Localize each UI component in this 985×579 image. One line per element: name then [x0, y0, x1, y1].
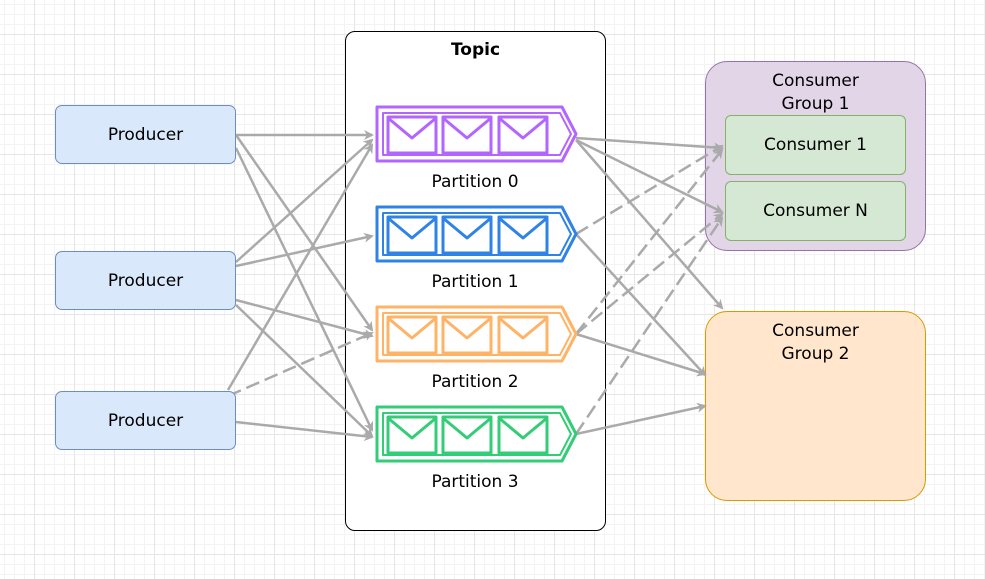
partition-2-icon: [375, 305, 578, 363]
producer-3: Producer: [55, 391, 236, 450]
arrow-producer3-partition0: [226, 143, 374, 391]
consumer-group-2-title: Consumer Group 2: [706, 320, 925, 366]
arrow-partition1-group2: [575, 233, 707, 377]
envelope-icon: [441, 415, 493, 455]
producer-2-label: Producer: [107, 270, 184, 291]
arrow-partition0-consumerN: [575, 138, 724, 214]
envelope-icon: [441, 315, 493, 355]
envelope-icon: [441, 115, 493, 155]
consumer-n-label: Consumer N: [763, 201, 868, 221]
partition-3-label: Partition 3: [431, 472, 519, 492]
consumer-n: Consumer N: [725, 181, 906, 241]
arrow-producer2-partition3: [235, 304, 374, 438]
partition-3-icon: [375, 405, 578, 463]
envelope-icon: [386, 215, 438, 255]
arrow-producer3-partition2: [227, 331, 374, 398]
envelope-icon: [497, 115, 549, 155]
arrow-partition2-group2: [575, 332, 707, 377]
arrow-partition3-group2: [575, 402, 707, 436]
partition-0-icon: [375, 105, 578, 163]
arrow-partition2-consumer1: [575, 148, 724, 335]
envelope-icon: [497, 215, 549, 255]
producer-3-label: Producer: [107, 410, 184, 431]
envelope-icon: [497, 415, 549, 455]
arrow-producer2-partition1: [235, 232, 374, 268]
envelope-icon: [497, 315, 549, 355]
envelope-icon: [386, 115, 438, 155]
arrow-producer1-partition3: [234, 147, 374, 432]
arrow-partition2-consumerN: [575, 212, 724, 335]
arrow-partition3-consumerN: [574, 216, 724, 435]
arrow-partition1-consumer1: [575, 144, 724, 236]
producer-1-label: Producer: [107, 124, 184, 145]
arrow-producer3-partition3: [235, 420, 374, 442]
envelope-icon: [386, 415, 438, 455]
arrow-producer1-partition2: [234, 134, 374, 332]
producer-1: Producer: [55, 105, 236, 164]
arrow-partition0-consumer1: [575, 136, 724, 153]
consumer-1-label: Consumer 1: [764, 135, 867, 155]
arrow-producer2-partition0: [235, 138, 374, 263]
consumer-group-2: Consumer Group 2: [705, 311, 926, 501]
arrow-partition0-group2: [575, 139, 724, 310]
producer-2: Producer: [55, 251, 236, 310]
consumer-group-1-title-line1: Consumer: [772, 71, 859, 91]
partition-1-icon: [375, 205, 578, 263]
arrows: [226, 130, 724, 442]
partition-2-label: Partition 2: [431, 372, 519, 392]
topic-title: Topic: [450, 40, 501, 60]
envelope-icon: [386, 315, 438, 355]
consumer-group-1-title: Consumer Group 1: [706, 70, 925, 116]
consumer-group-2-title-line2: Group 2: [781, 344, 850, 364]
consumer-1: Consumer 1: [725, 115, 906, 175]
partition-0-label: Partition 0: [431, 172, 519, 192]
arrow-producer2-partition2: [235, 298, 374, 339]
partition-1-label: Partition 1: [431, 272, 519, 292]
consumer-group-1-title-line2: Group 1: [781, 94, 850, 114]
envelope-icon: [441, 215, 493, 255]
consumer-group-2-title-line1: Consumer: [772, 321, 859, 341]
